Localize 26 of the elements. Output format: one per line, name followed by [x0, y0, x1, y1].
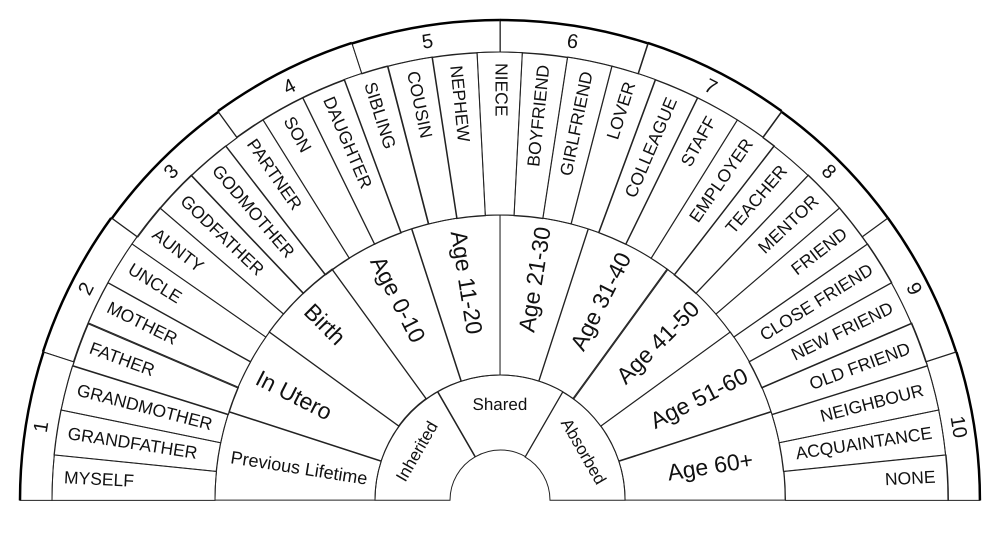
sector-label: NEPHEW [447, 64, 472, 142]
sector-label: Age 31-40 [566, 248, 636, 354]
sector-number: 6 [566, 30, 580, 52]
sector-number: 5 [420, 30, 434, 52]
sector-number: 2 [75, 280, 98, 299]
sector-label: NONE [885, 468, 936, 489]
sector-number: 8 [817, 160, 840, 183]
sector-label: Shared [472, 396, 528, 412]
sector-label: Age 0-10 [366, 252, 430, 346]
sector-number: 10 [946, 414, 970, 440]
sector-label: NIECE [492, 62, 509, 116]
sector-label: Age 60+ [666, 448, 755, 485]
sector-label: BOYFRIEND [525, 64, 553, 168]
sector-label: Age 51-60 [646, 364, 752, 434]
sector-number: 4 [280, 75, 299, 98]
sector-label: Age 11-20 [446, 229, 486, 336]
sector-label: In Utero [252, 366, 336, 424]
sector-label: Previous Lifetime [230, 448, 370, 488]
sector-number: 9 [902, 280, 925, 299]
sector-label: MYSELF [63, 468, 134, 490]
sector-label: COUSIN [403, 70, 434, 140]
sector-label: Age 21-30 [515, 226, 555, 334]
sector-number: 1 [31, 420, 53, 434]
sector-number: 3 [160, 160, 183, 183]
chart-sector [475, 50, 525, 218]
sector-number: 7 [701, 75, 720, 98]
